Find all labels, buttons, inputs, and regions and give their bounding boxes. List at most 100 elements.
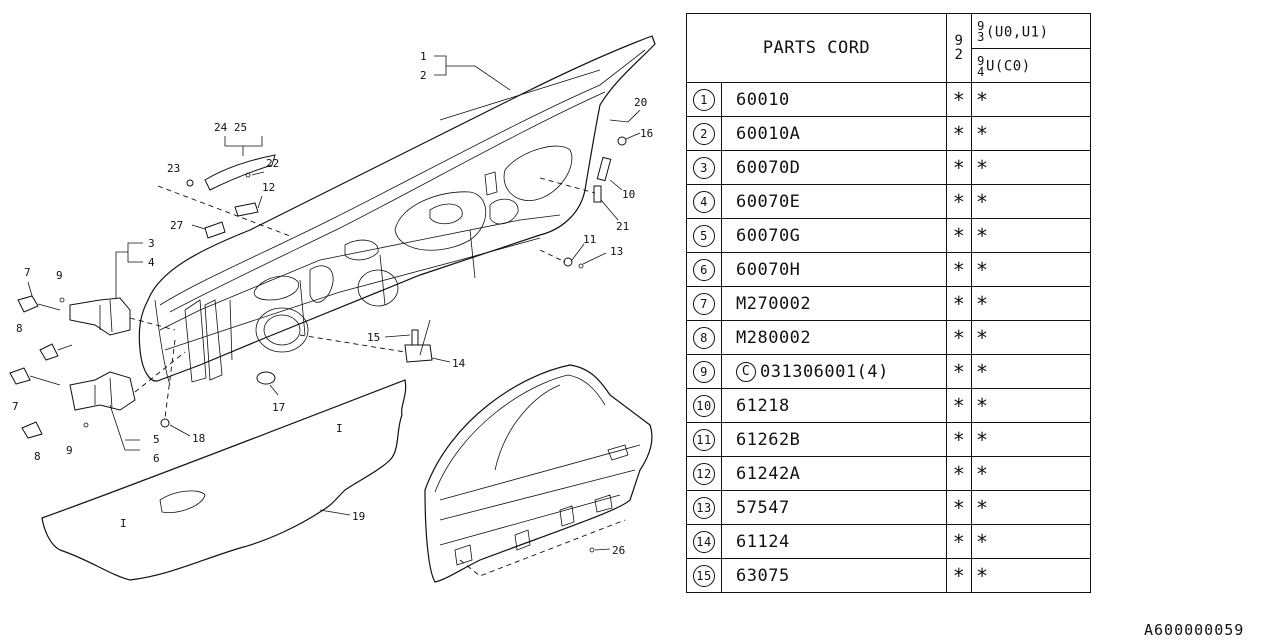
part-code: 61242A — [721, 456, 947, 491]
sealing-cover-19: I I 19 — [41, 379, 407, 581]
item-number: 14 — [693, 530, 715, 553]
outer-door-assembly: 26 — [424, 364, 653, 583]
applicability-mark-a: * — [946, 320, 972, 355]
part-code: M280002 — [721, 320, 947, 355]
part-code: 61124 — [721, 524, 947, 559]
table-row: 15 63075 * * — [686, 558, 1091, 593]
applicability-mark-b: * — [971, 388, 1091, 423]
svg-text:24 25: 24 25 — [214, 121, 247, 134]
svg-text:19: 19 — [352, 510, 365, 523]
callout-5-6: 5 6 — [69, 351, 186, 465]
item-number: 12 — [693, 462, 715, 485]
table-row: 12 61242A * * — [686, 456, 1091, 491]
applicability-mark-b: * — [971, 422, 1091, 457]
table-row: 11 61262B * * — [686, 422, 1091, 457]
applicability-mark-a: * — [946, 354, 972, 389]
callout-7-8-9-upper: 7 9 8 — [16, 266, 176, 361]
svg-text:13: 13 — [610, 245, 623, 258]
callout-16-20: 20 16 — [609, 96, 653, 146]
applicability-mark-a: * — [946, 252, 972, 287]
part-code: 63075 — [721, 558, 947, 593]
svg-text:14: 14 — [452, 357, 466, 370]
applicability-mark-a: * — [946, 150, 972, 185]
svg-text:18: 18 — [192, 432, 205, 445]
svg-text:11: 11 — [583, 233, 596, 246]
applicability-mark-b: * — [971, 524, 1091, 559]
item-number: 5 — [693, 224, 715, 247]
applicability-mark-b: * — [971, 252, 1091, 287]
part-code: 60010A — [721, 116, 947, 151]
item-number: 13 — [693, 496, 715, 519]
item-number: 10 — [693, 394, 715, 417]
table-row: 13 57547 * * — [686, 490, 1091, 525]
applicability-mark-a: * — [946, 184, 972, 219]
part-code: M270002 — [721, 286, 947, 321]
svg-text:21: 21 — [616, 220, 629, 233]
applicability-mark-a: * — [946, 388, 972, 423]
table-row: 4 60070E * * — [686, 184, 1091, 219]
callout-14-15: 15 14 — [299, 319, 466, 370]
applicability-mark-b: * — [971, 456, 1091, 491]
copyright-circle-icon: C — [736, 361, 756, 382]
callout-1-2: 1 2 — [420, 50, 511, 91]
part-code: 60070G — [721, 218, 947, 253]
callout-22-27: 24 25 23 22 12 27 — [157, 121, 291, 239]
svg-text:9: 9 — [56, 269, 63, 282]
svg-text:8: 8 — [34, 450, 41, 463]
table-row: 14 61124 * * — [686, 524, 1091, 559]
svg-text:2: 2 — [420, 69, 427, 82]
svg-text:6: 6 — [153, 452, 160, 465]
svg-text:10: 10 — [622, 188, 635, 201]
svg-text:22: 22 — [266, 157, 279, 170]
callout-7-8-9-lower: 7 8 9 — [9, 367, 89, 463]
parts-cord-header: PARTS CORD — [686, 13, 947, 83]
item-number: 4 — [693, 190, 715, 213]
applicability-mark-b: * — [971, 116, 1091, 151]
svg-text:23: 23 — [167, 162, 180, 175]
door-inner-panel — [138, 35, 656, 386]
diagram-reference-code: A600000059 — [1144, 621, 1245, 639]
table-row: 10 61218 * * — [686, 388, 1091, 423]
svg-text:9: 9 — [66, 444, 73, 457]
item-number: 15 — [693, 564, 715, 587]
applicability-mark-a: * — [946, 422, 972, 457]
applicability-mark-b: * — [971, 490, 1091, 525]
part-code: 61262B — [721, 422, 947, 457]
svg-text:4: 4 — [148, 256, 155, 269]
svg-text:5: 5 — [153, 433, 160, 446]
applicability-mark-b: * — [971, 354, 1091, 389]
part-code: 57547 — [721, 490, 947, 525]
callout-21: 21 — [539, 177, 629, 233]
part-code: 031306001(4) — [760, 361, 889, 382]
applicability-mark-a: * — [946, 490, 972, 525]
callout-17-18: 17 18 — [160, 339, 285, 445]
svg-text:8: 8 — [16, 322, 23, 335]
applicability-mark-b: * — [971, 218, 1091, 253]
part-code: 60070E — [721, 184, 947, 219]
part-code: 61218 — [721, 388, 947, 423]
table-row: 2 60010A * * — [686, 116, 1091, 151]
applicability-mark-b: * — [971, 82, 1091, 117]
item-number: 8 — [693, 326, 715, 349]
applicability-mark-b: * — [971, 558, 1091, 593]
item-number: 3 — [693, 156, 715, 179]
svg-text:I: I — [120, 517, 127, 530]
table-row: 8 M280002 * * — [686, 320, 1091, 355]
svg-text:16: 16 — [640, 127, 653, 140]
svg-text:12: 12 — [262, 181, 275, 194]
svg-text:27: 27 — [170, 219, 183, 232]
svg-text:7: 7 — [24, 266, 31, 279]
part-code: 60070D — [721, 150, 947, 185]
applicability-mark-b: * — [971, 320, 1091, 355]
applicability-mark-b: * — [971, 150, 1091, 185]
callout-11-13: 11 13 — [539, 233, 623, 269]
applicability-mark-a: * — [946, 82, 972, 117]
svg-text:15: 15 — [367, 331, 380, 344]
